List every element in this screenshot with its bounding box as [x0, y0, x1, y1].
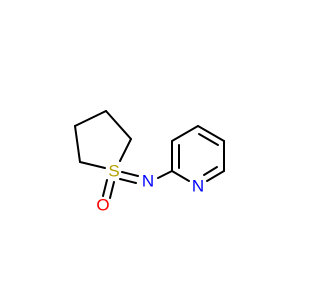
bond-c6-npyr-inner [203, 166, 218, 176]
bond-c6-npyr [206, 170, 225, 182]
sulfur-atom-label: S [108, 162, 119, 181]
thiolane-ring [74, 110, 132, 169]
bond-c3-c4 [74, 125, 81, 163]
oxygen-atom-label: O [96, 196, 109, 215]
sulfimine-bond [119, 171, 139, 184]
molecule-diagram: S O N N [74, 110, 225, 215]
bond-c2-c3 [74, 110, 107, 127]
bond-c1-c2 [105, 110, 132, 140]
bond-s-o-a [102, 179, 108, 197]
bond-s-c1 [119, 138, 132, 162]
bond-s-n-a [121, 171, 139, 177]
bond-s-o-b [109, 181, 115, 199]
bond-npyr-c2 [171, 170, 190, 182]
bond-c4-c5pyr-inner [198, 133, 219, 146]
bond-c4-c5pyr [197, 125, 225, 142]
imine-nitrogen-label: N [142, 172, 154, 191]
bond-c4-s [79, 161, 106, 169]
pyridine-nitrogen-label: N [192, 177, 204, 196]
bond-s-n-b [119, 178, 137, 184]
sulfoxide-bond [102, 179, 115, 199]
bond-c3-c4pyr [171, 125, 199, 142]
bond-n-c2pyr [157, 170, 173, 179]
pyridine-ring [171, 125, 225, 182]
